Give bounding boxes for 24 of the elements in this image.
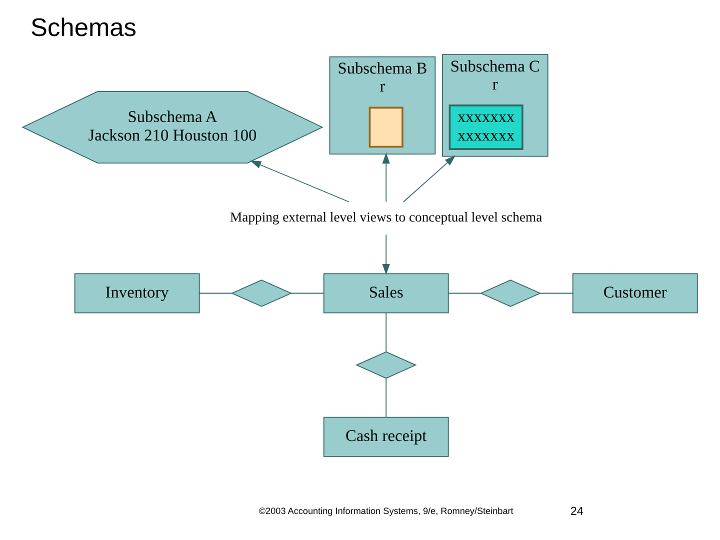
- arrow: [250, 160, 350, 202]
- node-diamond: [480, 280, 542, 307]
- node-text: Mapping external level views to conceptual level schema: [230, 209, 542, 224]
- connector: [198, 292, 232, 294]
- diagram-title: Schemas: [30, 14, 137, 42]
- node-box: Sales: [323, 273, 449, 314]
- label: ©2003 Accounting Information Systems, 9/e, Romney/Steinbart: [258, 506, 514, 516]
- connector: [448, 292, 482, 294]
- label: 24: [570, 504, 584, 518]
- node-diamond: [355, 351, 417, 379]
- arrow: [403, 155, 456, 202]
- node-box: xxxxxxx xxxxxxx: [448, 104, 524, 150]
- arrow: [382, 234, 390, 275]
- connector: [386, 378, 387, 418]
- connector: [540, 292, 573, 294]
- node-box: Inventory: [74, 273, 200, 314]
- cluster: Subschema B r: [329, 56, 436, 154]
- node-box: [368, 106, 404, 148]
- arrow: [382, 152, 390, 202]
- connector: [386, 312, 387, 352]
- node-diamond: [230, 280, 292, 307]
- node-box: Cash receipt: [323, 416, 449, 457]
- node-box: Customer: [572, 273, 698, 314]
- connector: [290, 292, 324, 294]
